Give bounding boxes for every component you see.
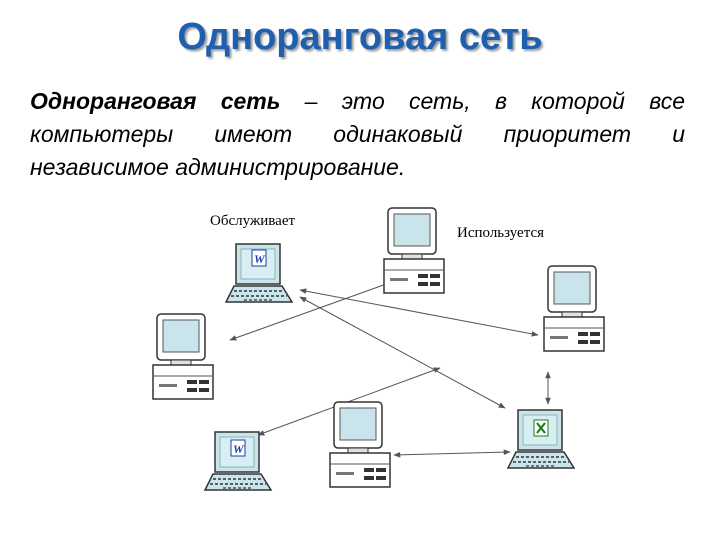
label-serves: Обслуживает xyxy=(210,213,296,229)
svg-text:W: W xyxy=(254,252,266,266)
desktop-icon xyxy=(543,265,605,352)
laptop-icon xyxy=(507,409,575,469)
desktop-icon xyxy=(329,401,391,488)
computer-laptop-excel-bottom-right xyxy=(507,409,575,469)
computer-laptop-word-bottom-left: W xyxy=(204,431,272,491)
connections xyxy=(229,281,551,458)
svg-text:W: W xyxy=(233,442,245,456)
label-uses: Используется xyxy=(457,225,545,241)
connection-line xyxy=(393,449,511,458)
page-title: Одноранговая сеть xyxy=(177,16,543,58)
computer-laptop-word-top: W xyxy=(225,243,293,303)
connection-line xyxy=(299,296,506,409)
connection-line xyxy=(299,288,539,337)
computer-desktop-top-center xyxy=(383,207,445,294)
excel-icon xyxy=(533,419,549,437)
definition-body: – это сеть, в которой все компьютеры име… xyxy=(30,88,685,180)
definition-term: Одноранговая сеть xyxy=(30,88,281,114)
word-icon: W xyxy=(230,439,246,457)
definition-text: Одноранговая сеть – это сеть, в которой … xyxy=(30,85,685,184)
computer-desktop-left xyxy=(152,313,214,400)
computer-desktop-bottom-center xyxy=(329,401,391,488)
word-icon: W xyxy=(251,249,267,267)
desktop-icon xyxy=(383,207,445,294)
computer-desktop-right xyxy=(543,265,605,352)
desktop-icon xyxy=(152,313,214,400)
